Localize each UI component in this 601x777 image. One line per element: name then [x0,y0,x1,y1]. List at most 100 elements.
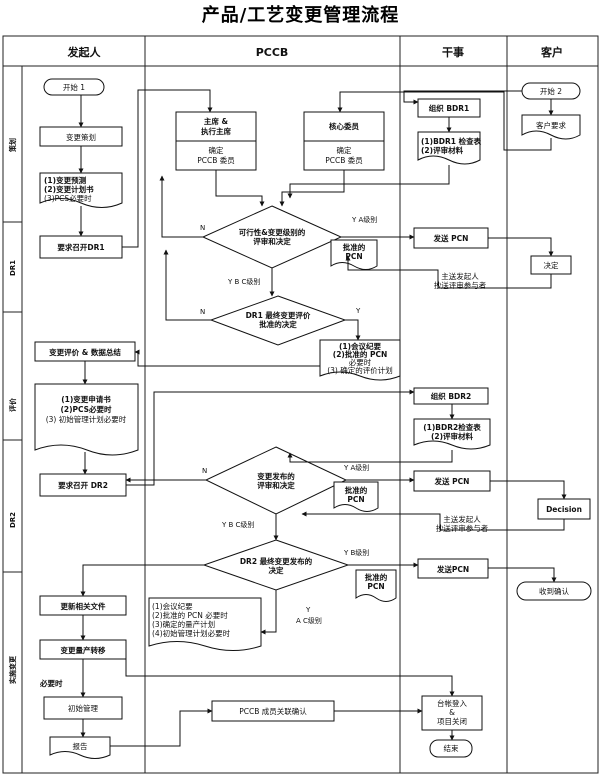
bdr1-doc [417,131,481,165]
feasibility-line2: 评审和决定 [253,236,291,246]
pccb-confirm-label: PCCB 成员关联确认 [239,706,307,716]
bdr2-doc [413,418,491,450]
edge-label-n1: N [200,224,205,232]
notify1-line1: 主送发起人 [441,271,479,281]
edge-sendpcn1-decide [488,237,554,257]
lane-secretary: 干事 [442,45,464,59]
dr2-doc-line3: (3)确定的量产计划 [152,619,215,629]
edge-label-y-a1: Y A级别 [351,215,377,224]
phase-planning: 策划 [8,138,17,153]
customer-decide-label: 决定 [544,260,559,270]
edge-label-n3: N [202,467,207,475]
receive-confirm-label: 收到确认 [539,586,569,596]
edge-label-y-a2: Y A级别 [343,463,369,472]
dr1-final-line1: DR1 最终变更评价 [246,310,311,320]
edge-sendpcn3-receive [488,567,557,583]
start2-label: 开始 2 [540,86,562,96]
dr1-final-decision [209,295,347,346]
dr2-doc-line4: (4)初始管理计划必要时 [152,628,231,638]
dr1-doc-line3: 必要时 [349,357,372,367]
edge-core-feas [279,170,345,207]
plan-label: 变更策划 [66,132,96,142]
edge-label-n2: N [200,308,205,316]
end-label: 结束 [444,743,459,753]
ledger-close-line3: 项目关闭 [437,716,467,726]
if-needed-label: 必要时 [39,678,63,688]
core-label: 核心委员 [329,121,359,131]
approved-pcn2-doc [333,481,379,512]
organize-bdr1-label: 组织 BDR1 [429,103,470,113]
edge-custreq-core [337,91,552,151]
release-line1: 变更发布的 [257,471,295,481]
report-label: 报告 [73,741,88,751]
plan-doc-line1: (1)变更预测 [44,175,87,185]
title-bar: 产品/工艺变更管理流程 [0,0,601,32]
notify1-line2: 抄送评审参与者 [434,280,487,290]
dr1-doc-line2: (2)批准的 PCN [333,349,387,359]
bdr1-doc-line2: (2)评审材料 [421,145,464,155]
chair-line2: 执行主席 [201,126,231,136]
plan-doc-line3: (3)PCS必要时 [44,193,92,203]
lane-pccb: PCCB [256,46,289,59]
start1-label: 开始 1 [63,82,85,92]
chair-line1: 主席 & [204,116,229,126]
approved-pcn3-doc [355,569,397,602]
bdr1-doc-line1: (1)BDR1 检查表 [421,136,482,146]
eval-summary-label: 变更评价 & 数据总结 [49,347,121,357]
edge-transfer-ledger [125,650,455,697]
edge-decision-notify2 [301,511,565,531]
send-pcn2-label: 发送 PCN [434,476,470,486]
plan-doc-line2: (2)变更计划书 [44,184,94,194]
update-docs-label: 更新相关文件 [61,601,106,611]
organize-bdr2-box [413,387,489,405]
edge-dr1doc-eval [134,349,320,367]
edge-feas-no [159,175,203,238]
ledger-close-box [421,695,483,731]
report-doc [49,736,111,759]
dr1-final-line2: 批准的决定 [259,319,297,329]
feasibility-line1: 可行性&变更级别的 [239,227,306,237]
approved-pcn3-line2: PCN [367,582,384,591]
request-dr1-label: 要求召开DR1 [57,242,104,252]
phase-dr1: DR1 [9,260,17,276]
lane-grid [2,35,599,774]
approved-pcn1-line1: 批准的 [343,242,366,252]
edge-reqdr1-chair [122,89,213,248]
eval-doc-line1: (1)变更申请书 [61,394,111,404]
bdr2-doc-line1: (1)BDR2检查表 [423,422,481,432]
phase-dr2: DR2 [9,512,17,528]
lane-customer: 客户 [540,45,563,59]
dr1-doc-line1: (1)会议纪要 [339,341,382,351]
approved-pcn3-line1: 批准的 [365,572,388,582]
notify2-line1: 主送发起人 [443,514,481,524]
plan-doc [39,172,123,208]
customer-decision-label: Decision [546,505,582,514]
send-pcn1-label: 发送 PCN [433,233,469,243]
dr2-minutes-doc [148,597,262,651]
edge-label-y-bc1: Y B C级别 [227,277,260,286]
core-confirm-line1: 确定 [337,145,352,155]
edge-decide-notify1 [345,255,552,289]
edge-label-y3: Y [305,606,311,614]
edge-label-ac3: A C级别 [296,616,322,625]
bdr2-doc-line2: (2)评审材料 [431,431,474,441]
initial-mgmt-label: 初始管理 [68,703,98,713]
send-pcn3-label: 发送PCN [436,564,469,574]
edge-chair-feas [215,170,265,207]
lane-initiator: 发起人 [67,45,102,59]
ledger-close-line1: 台帐登入 [437,698,467,708]
phase-evaluation: 评价 [9,397,17,412]
dr2-doc-line2: (2)批准的 PCN 必要时 [152,610,228,620]
dr2-final-line2: 决定 [269,565,284,575]
edge-report-pccb [110,708,213,747]
eval-doc-line2: (2)PCS必要时 [60,404,112,414]
edge-start2-chair [403,90,522,105]
organize-bdr2-label: 组织 BDR2 [431,391,472,401]
edge-label-y2: Y [355,307,361,315]
start1-terminal [43,78,105,96]
customer-requirement-label: 客户要求 [536,120,566,130]
notify2-line2: 抄送评审参与者 [436,523,489,533]
mass-transfer-label: 变更量产转移 [61,645,106,655]
chair-confirm-line1: 确定 [209,145,224,155]
